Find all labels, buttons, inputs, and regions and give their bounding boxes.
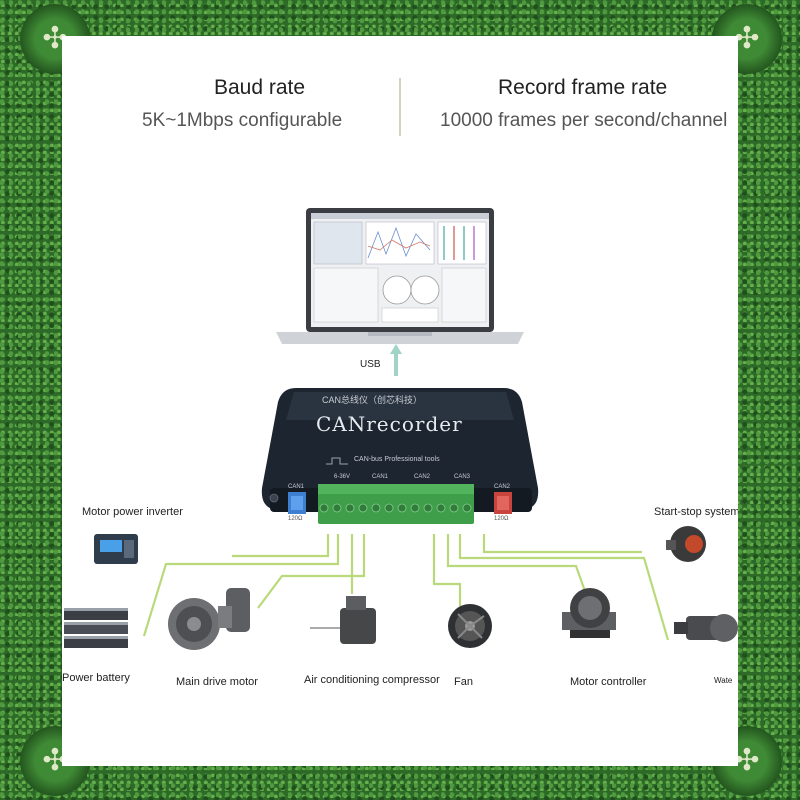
left-port-label: CAN1 bbox=[288, 484, 305, 490]
laptop bbox=[276, 208, 524, 344]
port-label-power: 6-36V bbox=[334, 474, 351, 480]
clover-icon: ✣ bbox=[734, 743, 760, 778]
port-label-can1: CAN1 bbox=[372, 474, 389, 480]
usb-connection bbox=[390, 344, 402, 376]
port-label-can2: CAN2 bbox=[414, 474, 431, 480]
diagram-drawing bbox=[64, 208, 738, 650]
main-drive-motor-image bbox=[168, 588, 250, 650]
header-divider bbox=[399, 78, 401, 136]
can-recorder-device bbox=[261, 388, 539, 524]
ac-compressor-image bbox=[310, 596, 376, 644]
motor-power-inverter-image bbox=[94, 534, 138, 564]
right-port-sub: 120Ω bbox=[494, 516, 509, 522]
terminal-screw bbox=[462, 503, 472, 513]
label-power-battery: Power battery bbox=[62, 672, 130, 684]
terminal-screw bbox=[423, 503, 433, 513]
baud-rate-title: Baud rate bbox=[214, 76, 306, 99]
diagram-panel: Baud rate 5K~1Mbps configurable Record f… bbox=[62, 36, 738, 766]
terminal-screw bbox=[319, 503, 329, 513]
device-brand: CANrecorder bbox=[316, 412, 463, 436]
left-port-sub: 120Ω bbox=[288, 516, 303, 522]
wire-start-stop-system bbox=[482, 534, 642, 554]
baud-rate-value: 5K~1Mbps configurable bbox=[142, 110, 343, 131]
fan-image bbox=[448, 604, 492, 648]
water-pump-image bbox=[674, 614, 738, 642]
motor-controller-image bbox=[562, 588, 616, 638]
start-stop-system-image bbox=[666, 526, 706, 562]
frame-rate-value: 10000 frames per second/channel bbox=[440, 110, 728, 131]
wire-motor-controller bbox=[446, 534, 588, 595]
port-label-can3: CAN3 bbox=[454, 474, 471, 480]
terminal-screw bbox=[332, 503, 342, 513]
terminal-screw bbox=[449, 503, 459, 513]
label-start-stop-system: Start-stop system bbox=[654, 506, 738, 518]
terminal-screw bbox=[436, 503, 446, 513]
wire-fan bbox=[432, 534, 462, 606]
right-port-label: CAN2 bbox=[494, 484, 511, 490]
power-battery-image bbox=[64, 608, 128, 648]
can-bus-wires bbox=[142, 534, 670, 641]
wire-power-battery bbox=[142, 534, 340, 637]
label-main-drive-motor: Main drive motor bbox=[176, 676, 258, 688]
wire-motor-power-inverter bbox=[232, 534, 330, 558]
device-tagline: CAN-bus Professional tools bbox=[354, 456, 440, 463]
terminal-screw bbox=[371, 503, 381, 513]
terminal-screw bbox=[397, 503, 407, 513]
label-motor-power-inverter: Motor power inverter bbox=[82, 506, 183, 518]
label-air-conditioning-compressor: Air conditioning compressor bbox=[304, 674, 440, 686]
wire-main-drive-motor bbox=[257, 534, 354, 609]
frame-rate-title: Record frame rate bbox=[498, 76, 668, 99]
terminal-screw bbox=[345, 503, 355, 513]
wire-ac-compressor bbox=[350, 534, 366, 594]
usb-label: USB bbox=[360, 359, 381, 370]
clover-icon: ✣ bbox=[734, 21, 760, 56]
terminal-screw bbox=[358, 503, 368, 513]
terminal-screw bbox=[410, 503, 420, 513]
label-motor-controller: Motor controller bbox=[570, 676, 647, 688]
wire-water-pump bbox=[458, 534, 670, 641]
label-fan: Fan bbox=[454, 676, 473, 688]
device-top-label: CAN总线仪（创芯科技） bbox=[322, 395, 423, 405]
terminal-screw bbox=[384, 503, 394, 513]
label-water-pump: Wate bbox=[714, 676, 733, 685]
